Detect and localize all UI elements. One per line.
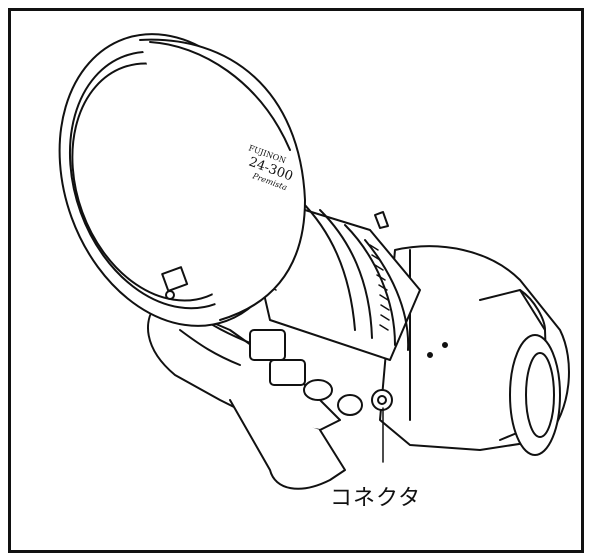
connector-port bbox=[371, 389, 393, 411]
lens-front bbox=[58, 33, 306, 327]
lens-controls bbox=[249, 329, 393, 416]
connector-callout-label: コネクタ bbox=[330, 486, 422, 511]
lens-mount-body bbox=[379, 245, 570, 456]
